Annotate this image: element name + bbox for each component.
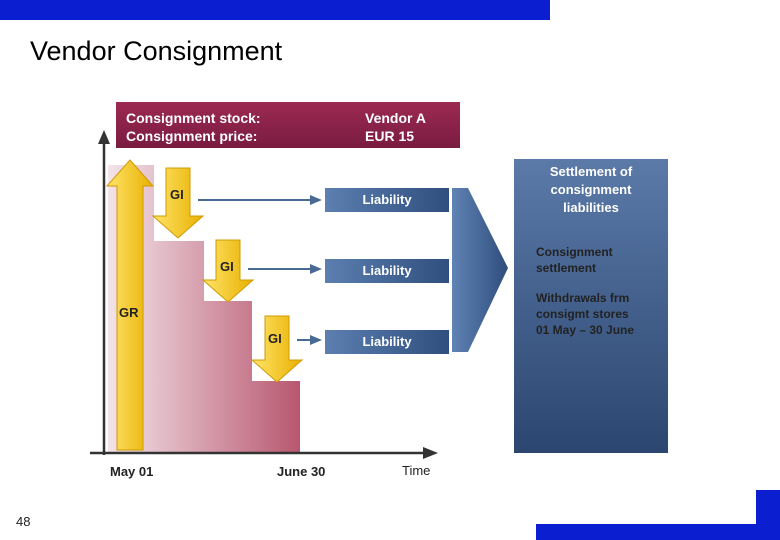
- settlement-title-line-3: liabilities: [563, 200, 619, 215]
- gi-label-2: GI: [220, 259, 234, 274]
- gi-arrow-2: [201, 239, 255, 303]
- gi-label-1: GI: [170, 187, 184, 202]
- consignment-stock-value: Vendor A: [365, 110, 426, 126]
- doc-body-line-3: 01 May – 30 June: [536, 323, 635, 337]
- settlement-title-line-2: consignment: [550, 182, 632, 197]
- gi-label-3: GI: [268, 331, 282, 346]
- x-axis-arrowhead: [423, 447, 438, 459]
- y-axis-arrowhead: [98, 130, 110, 144]
- liability-box-1: Liability: [325, 188, 449, 212]
- liability-box-2: Liability: [325, 259, 449, 283]
- consignment-header-box: [116, 102, 460, 148]
- top-accent-bar: [0, 0, 550, 20]
- doc-title-line-2: settlement: [536, 261, 597, 275]
- consignment-price-value: EUR 15: [365, 128, 415, 144]
- liability-box-3: Liability: [325, 330, 449, 354]
- consignment-price-label: Consignment price:: [126, 128, 258, 144]
- settlement-panel: [514, 159, 668, 453]
- x-axis-title: Time: [402, 463, 431, 478]
- gi-arrow-3: [250, 315, 304, 383]
- bottom-accent-block: [756, 490, 780, 540]
- gr-label: GR: [119, 305, 139, 320]
- doc-title-line-1: Consignment: [536, 245, 613, 259]
- settlement-chevron: [452, 188, 508, 352]
- gi-arrow-1: [151, 167, 205, 239]
- x-axis-end-label: June 30: [277, 464, 326, 479]
- bottom-accent-bar: [536, 524, 780, 540]
- settlement-title-line-1: Settlement of: [549, 164, 633, 179]
- gi-to-liability-arrowhead-2: [310, 264, 322, 274]
- gi-to-liability-arrowhead-3: [310, 335, 322, 345]
- gi-to-liability-arrowhead-1: [310, 195, 322, 205]
- doc-body-line-2: consigmt stores: [536, 307, 629, 321]
- doc-body-line-1: Withdrawals frm: [536, 291, 630, 305]
- settlement-document-text: Consignment settlement Withdrawals frm c…: [536, 244, 648, 338]
- consignment-stock-label: Consignment stock:: [126, 110, 261, 126]
- gr-arrow: [105, 159, 155, 451]
- stock-level-area: [108, 165, 300, 452]
- x-axis-start-label: May 01: [110, 464, 154, 479]
- page-number: 48: [16, 514, 31, 529]
- slide-title: Vendor Consignment: [30, 36, 283, 66]
